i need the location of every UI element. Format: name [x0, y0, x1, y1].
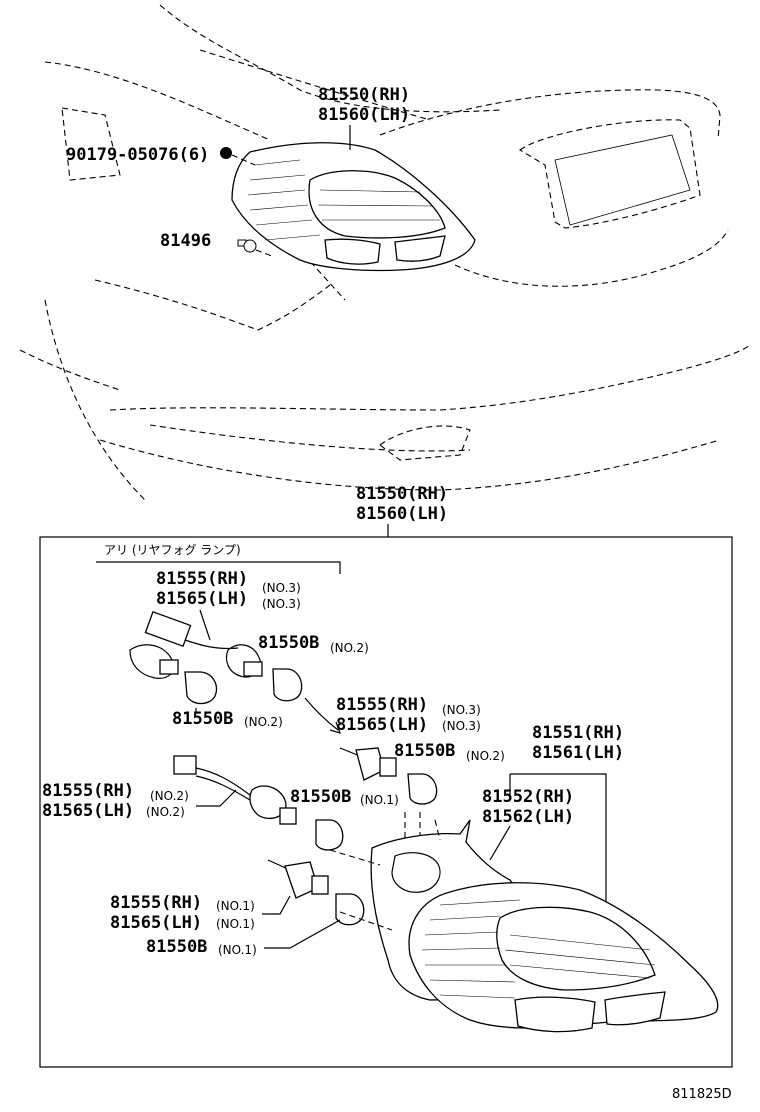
socket-no3-rh-label: 81555(RH)	[156, 569, 248, 589]
bulb-b1b-number: (NO.1)	[218, 943, 257, 957]
socket-no3b-lh-label: 81565(LH)	[336, 715, 428, 735]
bulb-b2c-label: 81550B	[394, 741, 455, 761]
socket-no1-icon	[267, 859, 365, 926]
socket-no3b-rh-number: (NO.3)	[442, 703, 481, 717]
nut-icon	[220, 147, 256, 166]
top-part-lh-label: 81560(LH)	[318, 105, 410, 125]
nut-part-label: 90179-05076(6)	[66, 145, 209, 165]
bulb-b1a-label: 81550B	[290, 787, 351, 807]
socket-no3b-icon	[339, 747, 438, 805]
socket-no3-icon	[129, 610, 263, 679]
bulb-icon	[184, 668, 303, 705]
rear-fog-lamp-note: アリ (リヤフォグ ランプ)	[104, 543, 241, 557]
socket-no3b-lh-number: (NO.3)	[442, 719, 481, 733]
socket-no1-lh-label: 81565(LH)	[110, 913, 202, 933]
socket-no2-lh-label: 81565(LH)	[42, 801, 134, 821]
bulb-b2a-label: 81550B	[258, 633, 319, 653]
socket-no3-lh-number: (NO.3)	[262, 597, 301, 611]
lens-rh-label: 81551(RH)	[532, 723, 624, 743]
socket-no1-rh-label: 81555(RH)	[110, 893, 202, 913]
bulb-b1b-label: 81550B	[146, 937, 207, 957]
socket-no2-lh-number: (NO.2)	[146, 805, 185, 819]
socket-no2-icon	[173, 755, 344, 851]
bulb-b1a-number: (NO.1)	[360, 793, 399, 807]
screw-icon	[237, 239, 273, 257]
tail-lamp-installed	[231, 142, 476, 272]
assembly-arrow-icon	[304, 697, 341, 734]
socket-no1-rh-number: (NO.1)	[216, 899, 255, 913]
socket-no2-rh-number: (NO.2)	[150, 789, 189, 803]
exploded-view-frame	[39, 536, 733, 1068]
socket-no1-lh-number: (NO.1)	[216, 917, 255, 931]
bulb-b2c-number: (NO.2)	[466, 749, 505, 763]
bulb-b2b-number: (NO.2)	[244, 715, 283, 729]
socket-no3-lh-label: 81565(LH)	[156, 589, 248, 609]
socket-no3-rh-number: (NO.3)	[262, 581, 301, 595]
top-part-rh-label: 81550(RH)	[318, 85, 410, 105]
bulb-b2a-number: (NO.2)	[330, 641, 369, 655]
housing-lh-label: 81562(LH)	[482, 807, 574, 827]
lamp-lens-icon	[408, 882, 719, 1033]
lens-lh-label: 81561(LH)	[532, 743, 624, 763]
bulb-b2b-label: 81550B	[172, 709, 233, 729]
figure-code: 811825D	[672, 1087, 732, 1102]
housing-rh-label: 81552(RH)	[482, 787, 574, 807]
socket-no2-rh-label: 81555(RH)	[42, 781, 134, 801]
screw-part-label: 81496	[160, 231, 211, 251]
socket-no3b-rh-label: 81555(RH)	[336, 695, 428, 715]
box-part-rh-label: 81550(RH)	[356, 484, 448, 504]
box-part-lh-label: 81560(LH)	[356, 504, 448, 524]
